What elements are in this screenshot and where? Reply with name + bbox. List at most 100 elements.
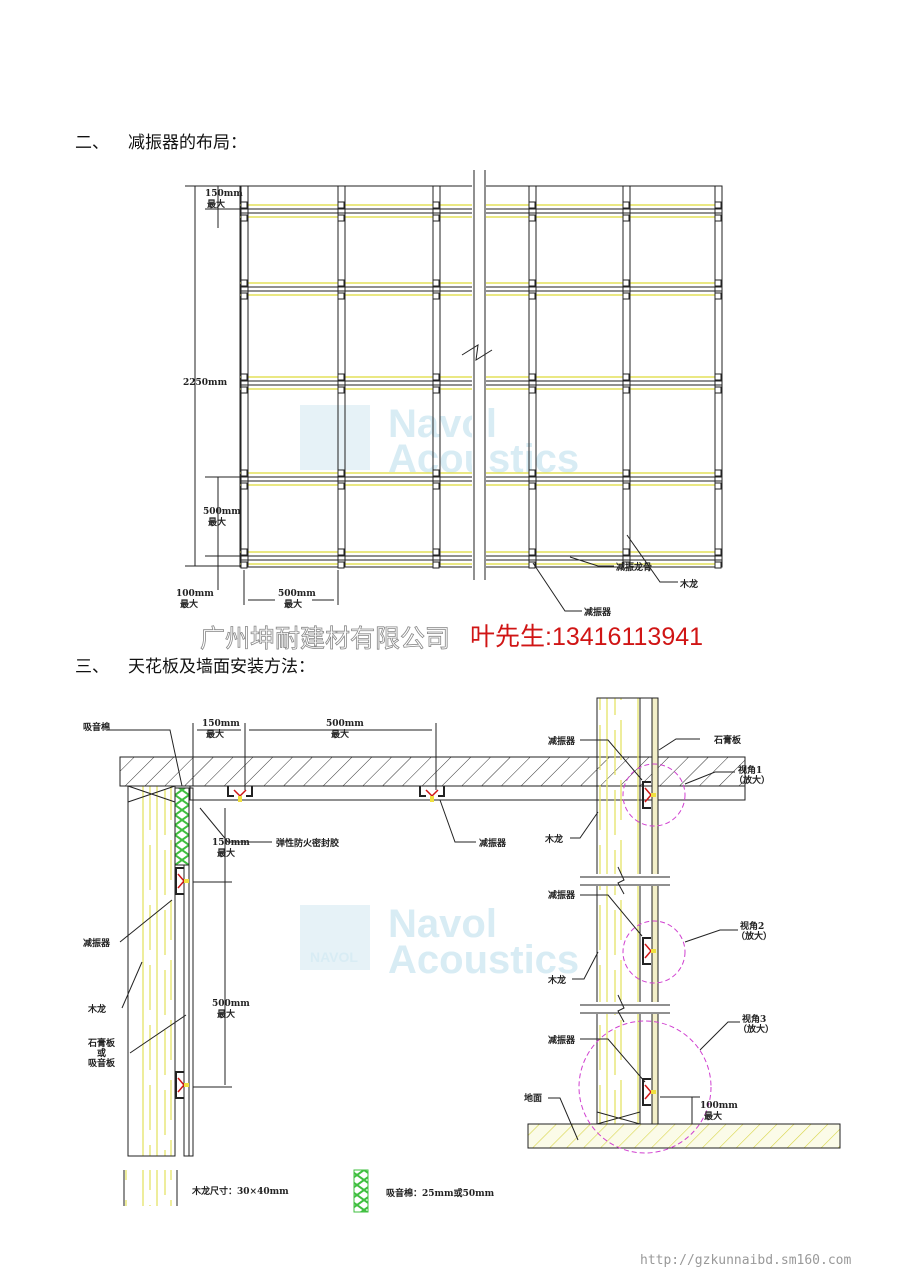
section3-number: 三、 [75,657,109,677]
clip-mark [432,279,440,287]
clip-mark [622,482,630,490]
legend-stud: 木龙尺寸：30×40mm [191,1185,289,1197]
clip-mark [714,201,722,209]
clip-mark [337,279,345,287]
view2-title: 视角2 [740,920,764,932]
dim-wall-top-note: 最大 [217,847,235,859]
clip-mark [337,201,345,209]
label-clip-3: 减振器 [548,1034,576,1046]
label-clip: 减振器 [584,606,612,618]
clip-mark [240,292,248,300]
clip-mark [714,386,722,394]
view2-circle [622,920,686,984]
clip-mark [528,373,536,381]
dim-bottom-value: 100mm [176,589,214,599]
clip-mark [240,386,248,394]
clip-mark [337,548,345,556]
label-clip-ceiling: 减振器 [479,837,507,849]
view3-circle [578,1020,712,1154]
clip-mark [622,373,630,381]
label-absorb: 吸音棉 [83,721,110,733]
dim-height: 2250mm [183,378,228,388]
company-name: 广州坤耐建材有限公司 [200,624,450,653]
label-floor: 地面 [524,1092,542,1104]
clip-mark [337,373,345,381]
clip-mark [714,548,722,556]
clip-mark [622,561,630,569]
clip-mark [337,292,345,300]
label-stud-2: 木龙 [547,974,566,986]
footer-url: http://gzkunnaibd.sm160.com [640,1253,851,1268]
clip-mark [714,469,722,477]
clip-mark [337,214,345,222]
clip-mark [622,292,630,300]
dim-bottom-note: 最大 [180,598,198,610]
clip-mark [432,548,440,556]
clip-mark [714,373,722,381]
label-stud: 木龙 [679,578,698,590]
label-gypsum: 石膏板 [713,734,742,746]
clip-mark [622,214,630,222]
label-channel: 减振龙骨 [616,561,652,573]
clip-layout-drawing [185,170,723,605]
dim-spacing-h-value: 500mm [278,589,316,599]
clip-mark [714,279,722,287]
svg-text:Navol: Navol [388,902,497,946]
label-sealant: 弹性防火密封胶 [276,837,339,849]
clip-mark [432,214,440,222]
clip-mark [714,561,722,569]
legend-absorb: 吸音棉：25mm或50mm [386,1187,495,1199]
clip-mark [622,201,630,209]
clip-mark [622,386,630,394]
clip-mark [240,214,248,222]
label-stud-1: 木龙 [544,833,563,845]
clip-mark [240,201,248,209]
ceiling-wall-section [108,723,746,1157]
label-board-2: 或 [97,1047,106,1059]
clip-mark [432,482,440,490]
clip-mark [432,469,440,477]
section2-number: 二、 [75,133,109,153]
dim-top-note: 最大 [207,198,225,210]
clip-mark [528,292,536,300]
view1-circle [622,763,686,827]
dim-spacing-v-note: 最大 [208,516,226,528]
label-stud-wall: 木龙 [87,1003,106,1015]
clip-mark [528,561,536,569]
clip-mark [528,548,536,556]
legend-stud-swatch [123,1170,178,1206]
clip-mark [528,214,536,222]
svg-text:NAVOL: NAVOL [310,949,358,965]
view3-note: （放大） [738,1023,774,1035]
label-clip-2: 减振器 [548,889,576,901]
clip-mark [432,386,440,394]
clip-mark [528,201,536,209]
dim-span-note: 最大 [331,728,349,740]
clip-mark [622,469,630,477]
view2-note: （放大） [736,930,772,942]
clip-mark [622,548,630,556]
clip-mark [432,201,440,209]
clip-mark [528,469,536,477]
clip-mark [622,279,630,287]
clip-mark [240,373,248,381]
clip-mark [240,279,248,287]
dim-wall-span-value: 500mm [212,999,250,1009]
dim-edge-value: 150mm [202,719,240,729]
clip-mark [240,561,248,569]
dim-wall-top-value: 150mm [212,838,250,848]
view1-note: （放大） [734,774,770,786]
label-clip-wall: 减振器 [83,937,111,949]
clip-mark [528,279,536,287]
dim-span-value: 500mm [326,719,364,729]
clip-mark [240,482,248,490]
section2-title: 减振器的布局： [128,133,247,153]
clip-mark [337,482,345,490]
clip-mark [714,214,722,222]
section3-title: 天花板及墙面安装方法： [128,657,315,677]
clip-mark [528,386,536,394]
wall-section [527,697,841,1154]
dim-top-value: 150mm [205,189,243,199]
